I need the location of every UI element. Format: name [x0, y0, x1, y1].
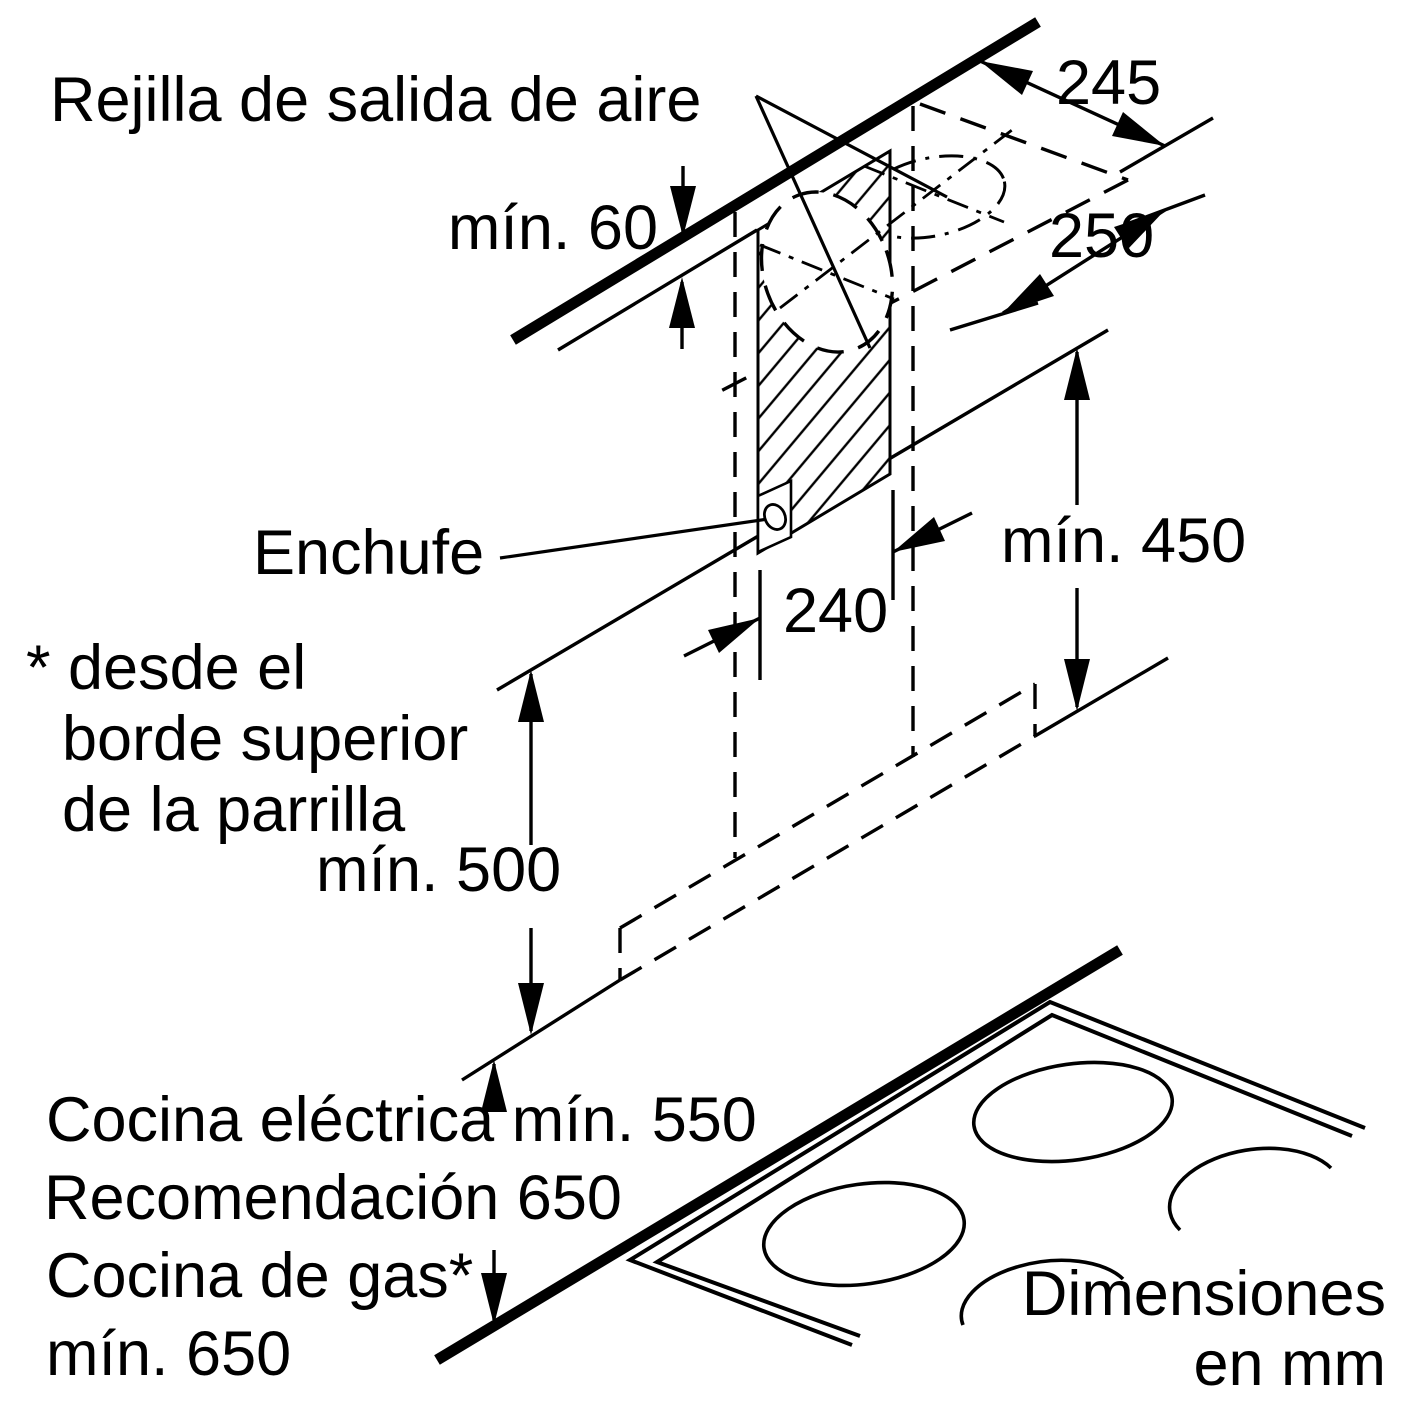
- label-dim-250: 250: [1049, 201, 1155, 271]
- hood-bottom-extension-left: [461, 978, 621, 1082]
- label-dim-245: 245: [1056, 48, 1162, 118]
- burner-top: [971, 1060, 1175, 1164]
- plug-leader-line: [499, 516, 776, 560]
- label-recommendation: Recomendación 650: [44, 1163, 622, 1233]
- burner-right-arc: [1167, 1146, 1333, 1232]
- label-min-450: mín. 450: [1001, 506, 1247, 576]
- cooktop-border-outer: [625, 999, 1366, 1347]
- burner-bottom-arc: [959, 1258, 1125, 1326]
- dim-245: [979, 59, 1214, 174]
- label-min-60: mín. 60: [447, 193, 658, 263]
- label-units-line2: en mm: [1193, 1329, 1386, 1399]
- dim-hob-distance: [481, 1060, 507, 1325]
- label-air-outlet-grille: Rejilla de salida de aire: [50, 65, 702, 135]
- dim-240: [683, 490, 973, 680]
- cooktop-border-inner: [652, 1012, 1353, 1338]
- dim-250: [949, 193, 1206, 332]
- label-footnote-2: borde superior: [62, 704, 469, 774]
- hood-min-height-dashes: [618, 682, 1037, 982]
- dim-min450: [1034, 348, 1169, 738]
- dim-min500: [518, 670, 544, 1035]
- centerlines: [759, 128, 1013, 310]
- duct-top-offset-line: [557, 228, 758, 352]
- countertop-edge: [434, 945, 1123, 1365]
- dim-min60: [669, 166, 696, 349]
- label-electric-hob: Cocina eléctrica mín. 550: [46, 1085, 757, 1155]
- burner-left: [761, 1180, 967, 1288]
- label-gas-hob-min: mín. 650: [46, 1319, 292, 1389]
- label-footnote-3: de la parrilla: [62, 775, 406, 845]
- label-min-500: mín. 500: [316, 835, 562, 905]
- ceiling-line: [510, 17, 1041, 345]
- socket-circle: [763, 503, 787, 531]
- label-plug: Enchufe: [253, 518, 485, 588]
- label-gas-hob: Cocina de gas*: [46, 1241, 474, 1311]
- label-dim-240: 240: [783, 576, 889, 646]
- label-footnote-1: * desde el: [26, 633, 307, 703]
- label-units-line1: Dimensiones: [1021, 1259, 1386, 1329]
- grille-leader-lines: [754, 94, 948, 349]
